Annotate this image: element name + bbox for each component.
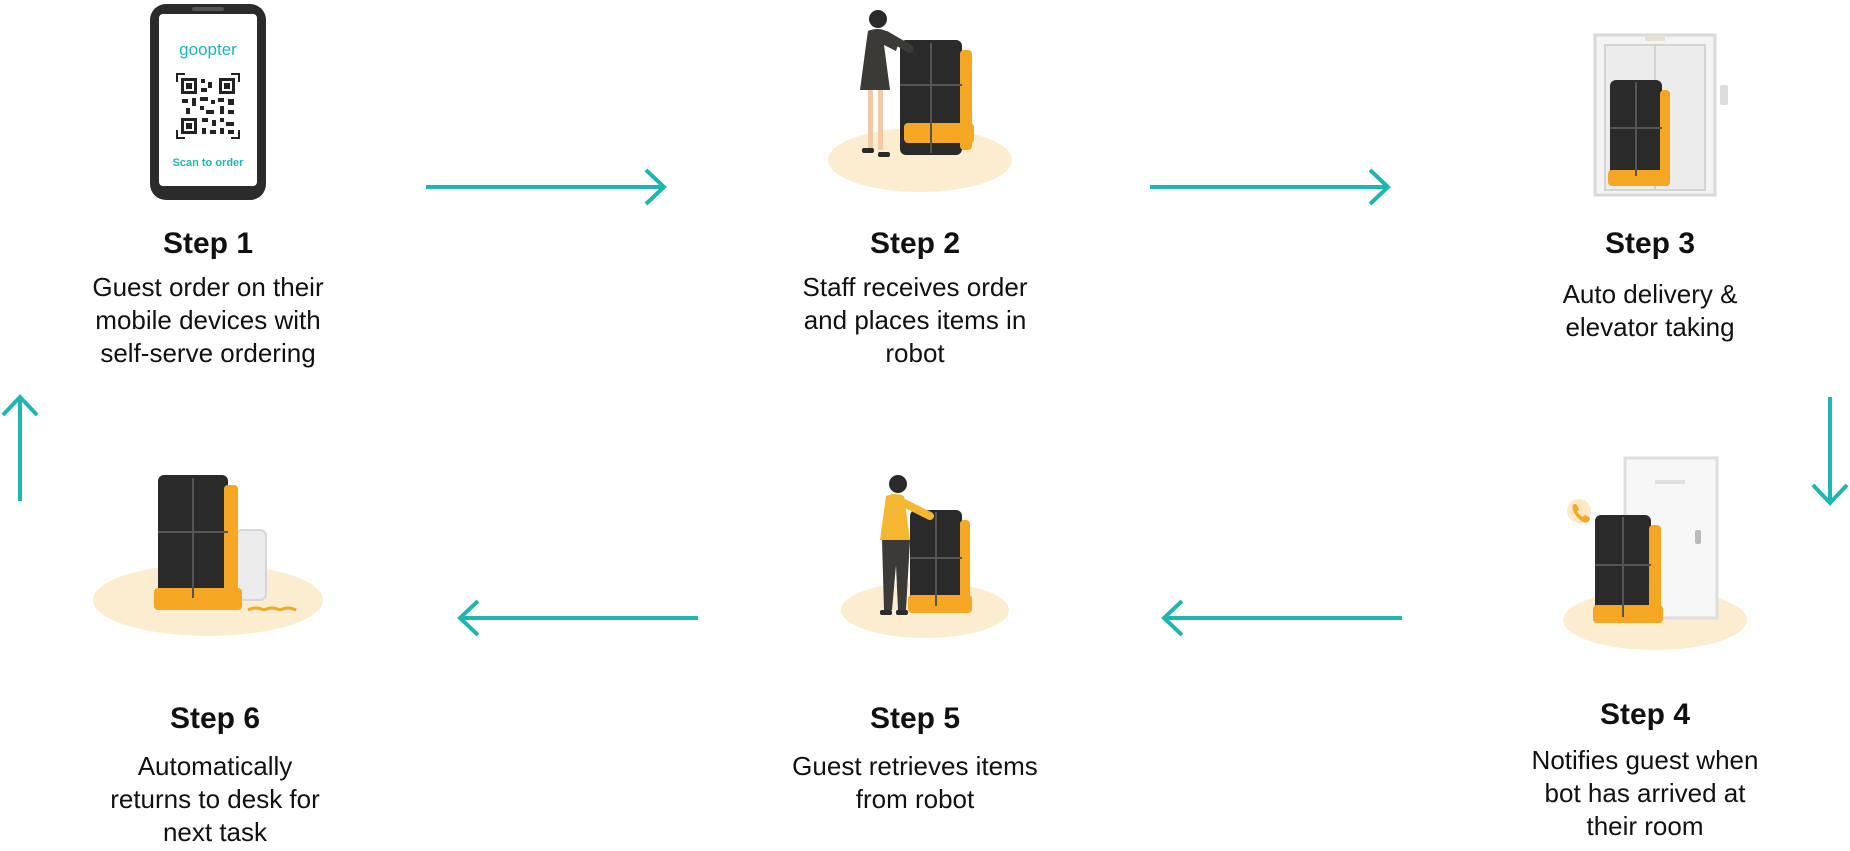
robot-elevator-icon <box>1590 30 1740 200</box>
qr-caption: Scan to order <box>172 157 244 169</box>
step-description-line: Notifies guest when <box>1531 745 1759 775</box>
step-description-line: bot has arrived at <box>1544 778 1746 808</box>
arrow-up-icon <box>0 393 40 503</box>
step-description-line: from robot <box>855 784 975 814</box>
step-description-line: Staff receives order <box>802 272 1028 302</box>
step-description: Guest retrieves items from robot <box>765 750 1065 816</box>
guest-retrieving-icon <box>830 470 1020 660</box>
step-description: Auto delivery & elevator taking <box>1500 278 1800 344</box>
step-title: Step 4 <box>1599 698 1691 731</box>
phone-qr-icon <box>148 2 268 202</box>
step-description-line: Automatically <box>137 751 293 781</box>
step-description: Staff receives order and places items in… <box>765 271 1065 370</box>
step-description-line: self-serve ordering <box>100 338 316 368</box>
step-4: Step 4 Notifies guest when bot has arriv… <box>1495 698 1795 843</box>
step-description-line: Guest order on their <box>92 272 324 302</box>
step-description-line: robot <box>885 338 945 368</box>
arrow-left-icon <box>456 598 700 638</box>
step-title: Step 5 <box>869 702 961 735</box>
staff-loading-robot-icon <box>820 5 1020 195</box>
arrow-left-icon <box>1160 598 1404 638</box>
arrow-down-icon <box>1810 395 1850 507</box>
step-title: Step 6 <box>169 702 261 735</box>
step-description-line: Auto delivery & <box>1562 279 1738 309</box>
step-description-line: their room <box>1586 811 1704 841</box>
step-description: Guest order on their mobile devices with… <box>58 271 358 370</box>
step-3: Step 3 Auto delivery & elevator taking <box>1500 227 1800 344</box>
step-title: Step 2 <box>869 227 961 260</box>
step-5: Step 5 Guest retrieves items from robot <box>765 702 1065 816</box>
step-description: Notifies guest when bot has arrived at t… <box>1495 744 1795 843</box>
step-6: Step 6 Automatically returns to desk for… <box>65 702 365 849</box>
step-description-line: and places items in <box>803 305 1027 335</box>
step-title: Step 1 <box>162 227 254 260</box>
qr-code-icon <box>176 73 240 139</box>
step-2: Step 2 Staff receives order and places i… <box>765 227 1065 370</box>
step-description-line: Guest retrieves items <box>792 751 1038 781</box>
phone-call-icon <box>1567 499 1591 523</box>
brand-logo: goopter <box>179 40 237 59</box>
robot-charging-icon <box>88 470 328 645</box>
step-title: Step 3 <box>1604 227 1696 260</box>
step-description-line: mobile devices with <box>95 305 321 335</box>
step-description-line: elevator taking <box>1565 312 1735 342</box>
arrow-right-icon <box>424 167 668 207</box>
robot-door-icon <box>1555 455 1755 650</box>
step-1: Step 1 Guest order on their mobile devic… <box>58 227 358 370</box>
step-description: Automatically returns to desk for next t… <box>65 750 365 849</box>
arrow-right-icon <box>1148 167 1392 207</box>
step-description-line: returns to desk for <box>110 784 320 814</box>
step-description-line: next task <box>162 817 268 847</box>
